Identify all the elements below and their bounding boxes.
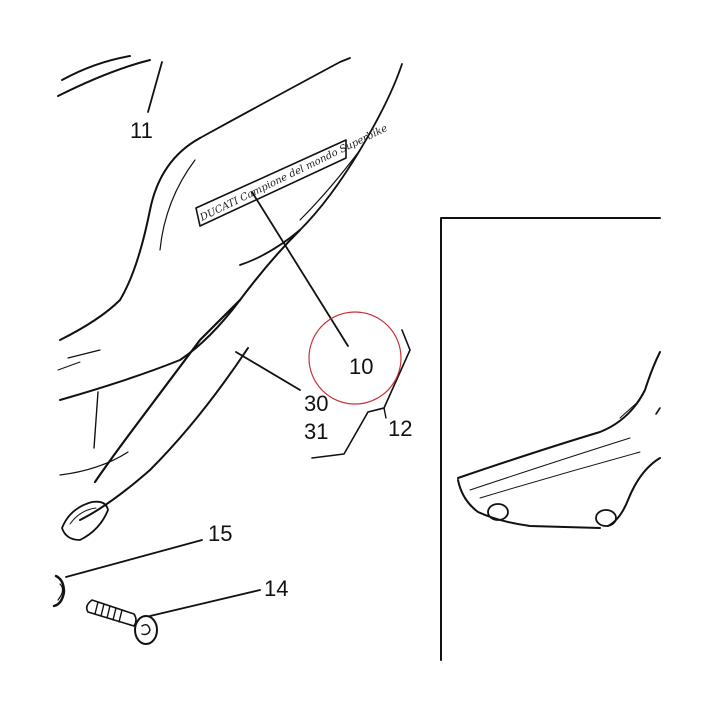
- detail-inset: [440, 217, 661, 661]
- fairing-hole-shade: [69, 507, 97, 525]
- fairing-bottom-sweep: [93, 298, 242, 484]
- callout-12: 12: [388, 416, 412, 441]
- callout-15: 15: [208, 521, 232, 546]
- screw-shank: [85, 599, 137, 627]
- decal-outline: [195, 139, 347, 227]
- inset-tick: [655, 407, 661, 415]
- leader-10: [251, 191, 349, 347]
- inset-shade-3: [619, 399, 641, 419]
- leader-15: [65, 539, 203, 578]
- inset-frame: [440, 217, 661, 661]
- inset-shade-2: [479, 451, 641, 499]
- screw-head: [134, 615, 158, 645]
- screw-thread-3: [106, 605, 111, 619]
- leader-11: [147, 61, 163, 113]
- decal-text: DUCATI Campione del mondo Superbike: [198, 123, 390, 224]
- fairing-hatch-2: [67, 349, 101, 359]
- fairing-panel: [57, 55, 403, 541]
- inset-fairing-bottom: [457, 479, 601, 529]
- callout-labels: 11 10 30 31 12 15 14: [130, 118, 412, 601]
- fairing-mid-edge: [299, 149, 361, 221]
- screw-thread-2: [100, 603, 105, 617]
- screw-thread-5: [118, 609, 123, 623]
- callout-30: 30: [304, 391, 328, 416]
- callout-31: 31: [304, 419, 328, 444]
- leader-30-31: [235, 351, 301, 391]
- inset-shade-1: [469, 437, 631, 491]
- washer-edge: [52, 574, 66, 608]
- washer-inner: [57, 583, 64, 601]
- highlight-circle: [308, 311, 402, 405]
- callout-14: 14: [264, 576, 288, 601]
- inset-hole-right: [595, 509, 617, 527]
- fairing-main-curve: [59, 137, 201, 341]
- leader-12: [311, 329, 411, 459]
- fairing-lower-sweep: [59, 229, 301, 401]
- leader-14: [149, 589, 261, 617]
- fairing-lower-right: [79, 347, 249, 521]
- fairing-bottom-edge: [59, 451, 129, 476]
- fairing-hatch-1: [93, 391, 99, 449]
- leader-12-tick: [383, 407, 387, 419]
- screw-part: [85, 599, 158, 645]
- washer-part: [52, 574, 66, 608]
- fairing-top-edge-inner: [57, 59, 151, 97]
- decal-strip: DUCATI Campione del mondo Superbike: [195, 123, 390, 227]
- fairing-upper-edge: [199, 57, 351, 139]
- fairing-top-edge-outer: [61, 55, 131, 81]
- inset-hole-left: [487, 503, 509, 521]
- fairing-inner-curve: [159, 159, 196, 251]
- screw-thread-4: [112, 607, 117, 621]
- screw-thread-1: [94, 601, 99, 615]
- callout-11: 11: [130, 118, 153, 143]
- inset-fairing-top: [457, 351, 661, 479]
- fairing-hole-outline: [61, 500, 109, 541]
- callout-10: 10: [349, 354, 373, 379]
- fairing-hatch-3: [57, 361, 81, 371]
- leader-lines: [65, 61, 411, 617]
- screw-head-socket: [141, 623, 151, 636]
- fairing-right-edge: [239, 63, 403, 266]
